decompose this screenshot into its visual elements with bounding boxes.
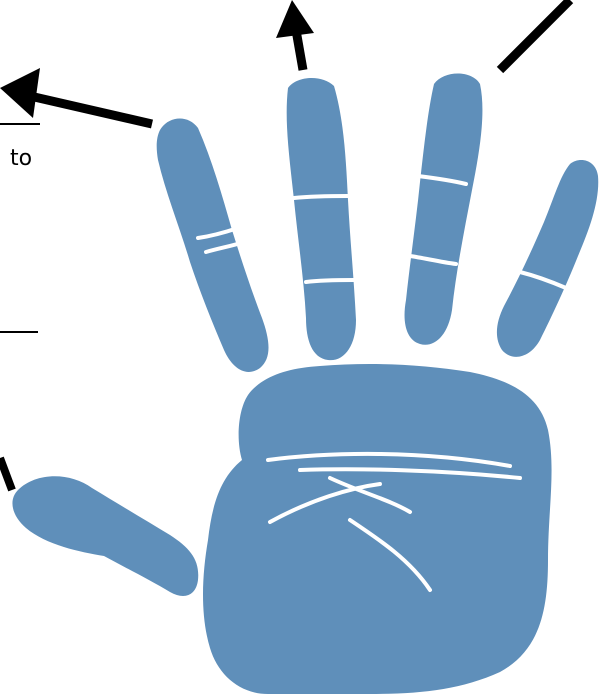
arrow-line-bottom-left — [0, 458, 12, 490]
thumb — [12, 476, 198, 596]
little-finger — [497, 160, 598, 357]
handprint-icon — [12, 74, 598, 695]
index-finger — [157, 118, 269, 372]
ring-finger — [405, 74, 483, 345]
arrow-icon-up — [276, 0, 314, 70]
arrow-icon-left — [0, 68, 152, 124]
arrow-line-top-right — [500, 0, 570, 70]
palm — [203, 364, 552, 694]
label-to: to — [10, 146, 32, 171]
middle-finger — [287, 78, 356, 360]
